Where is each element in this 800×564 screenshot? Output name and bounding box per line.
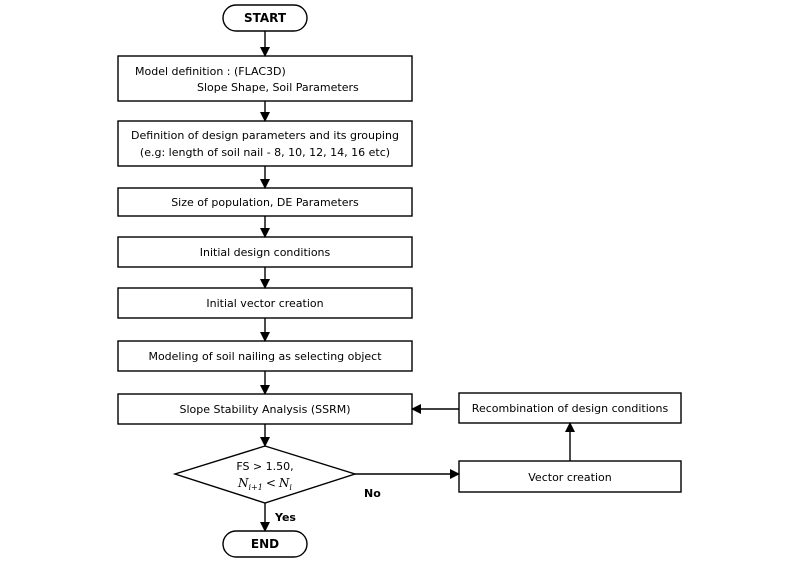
design-parameters-line1: Definition of design parameters and its … (131, 129, 399, 142)
modeling-label: Modeling of soil nailing as selecting ob… (148, 350, 382, 363)
recombination-label: Recombination of design conditions (472, 402, 669, 415)
modeling-box: Modeling of soil nailing as selecting ob… (117, 340, 413, 372)
model-definition-line2: Slope Shape, Soil Parameters (197, 81, 359, 94)
recombination-box: Recombination of design conditions (458, 392, 682, 424)
initial-vector-label: Initial vector creation (206, 297, 323, 310)
vector-creation-label: Vector creation (528, 471, 611, 484)
vector-creation-box: Vector creation (458, 460, 682, 493)
start-terminal: START (222, 4, 308, 32)
model-definition-box: Model definition : (FLAC3D) Slope Shape,… (117, 55, 413, 102)
population-box: Size of population, DE Parameters (117, 187, 413, 217)
population-label: Size of population, DE Parameters (171, 196, 359, 209)
initial-vector-box: Initial vector creation (117, 287, 413, 319)
initial-conditions-label: Initial design conditions (200, 246, 331, 259)
design-parameters-line2: (e.g: length of soil nail - 8, 10, 12, 1… (140, 146, 390, 159)
end-label: END (251, 537, 279, 551)
analysis-label: Slope Stability Analysis (SSRM) (179, 403, 350, 416)
analysis-box: Slope Stability Analysis (SSRM) (117, 393, 413, 425)
start-label: START (244, 11, 287, 25)
initial-conditions-box: Initial design conditions (117, 236, 413, 268)
design-parameters-box: Definition of design parameters and its … (117, 120, 413, 167)
branch-no-label: No (364, 487, 381, 500)
branch-yes-label: Yes (274, 511, 296, 524)
decision-line1: FS > 1.50, (236, 460, 293, 473)
model-definition-line1: Model definition : (FLAC3D) (135, 65, 286, 78)
decision-diamond: FS > 1.50, Ni+1<Ni (172, 445, 358, 504)
decision-line2: Ni+1<Ni (237, 476, 292, 492)
end-terminal: END (222, 530, 308, 558)
